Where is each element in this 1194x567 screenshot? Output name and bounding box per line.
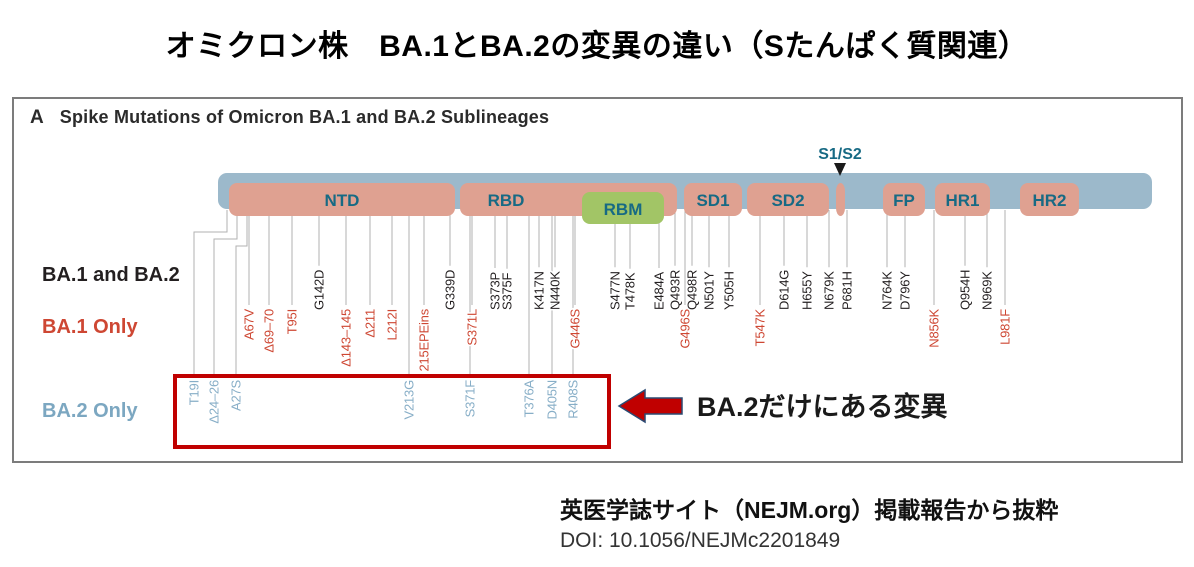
mutation-label-Δ211: Δ211 <box>363 309 378 338</box>
mutation-label-K417N: K417N <box>532 271 547 310</box>
domain-label-fp: FP <box>893 191 915 210</box>
connector-line <box>213 210 238 376</box>
mutation-label-G339D: G339D <box>443 270 458 310</box>
domain-label-sd2: SD2 <box>771 191 804 210</box>
mutation-label-G496S: G496S <box>678 308 693 348</box>
connector-lines <box>193 210 1006 376</box>
ba2-highlight-box <box>173 374 611 449</box>
domain-boxes: NTD RBD RBM SD1 SD2 FP HR1 HR2 <box>229 183 1079 224</box>
domain-rbm <box>582 192 664 224</box>
credits: 英医学誌サイト（NEJM.org）掲載報告から抜粋 DOI: 10.1056/N… <box>560 491 1058 553</box>
domain-label-rbd: RBD <box>488 191 525 210</box>
callout-text: BA.2だけにある変異 <box>697 391 948 422</box>
mutation-label-N969K: N969K <box>980 271 995 310</box>
connector-line <box>235 210 248 376</box>
mutation-label-Y505H: Y505H <box>722 271 737 310</box>
mutation-label-S371F: S371F <box>463 380 478 418</box>
s1s2-arrow-icon <box>834 163 846 176</box>
domain-label-hr2: HR2 <box>1032 191 1066 210</box>
mutation-label-T478K: T478K <box>623 272 638 310</box>
mutation-label-Q498R: Q498R <box>685 270 700 310</box>
mutation-label-Δ143–145: Δ143–145 <box>339 309 354 367</box>
mutation-label-N679K: N679K <box>822 271 837 310</box>
mutation-label-Q493R: Q493R <box>668 270 683 310</box>
domain-s1s2-site <box>836 183 845 216</box>
mutation-label-H655Y: H655Y <box>800 271 815 310</box>
credit-doi: DOI: 10.1056/NEJMc2201849 <box>560 529 841 552</box>
mutation-label-N764K: N764K <box>880 271 895 310</box>
mutation-label-T95I: T95I <box>285 309 300 334</box>
panel-heading: A Spike Mutations of Omicron BA.1 and BA.… <box>30 107 549 129</box>
credit-source: 英医学誌サイト（NEJM.org）掲載報告から抜粋 <box>560 497 1059 523</box>
domain-label-sd1: SD1 <box>696 191 729 210</box>
domain-sd2 <box>747 183 829 216</box>
domain-label-ntd: NTD <box>325 191 360 210</box>
connector-line <box>193 210 228 376</box>
row-label-ba1: BA.1 Only <box>42 316 138 338</box>
mutation-label-S477N: S477N <box>608 271 623 310</box>
mutation-label-N856K: N856K <box>927 308 942 347</box>
domain-label-rbm: RBM <box>604 200 643 219</box>
panel-letter: A <box>30 107 44 128</box>
mutation-label-215EPEins: 215EPEins <box>417 308 432 371</box>
slide-title: オミクロン株 BA.1とBA.2の変異の違い（Sたんぱく質関連） <box>165 30 1029 63</box>
domain-sd1 <box>684 183 742 216</box>
mutation-label-S373P: S373P <box>488 272 503 310</box>
mutation-label-G446S: G446S <box>568 308 583 348</box>
mutation-label-S371L: S371L <box>465 309 480 346</box>
domain-label-hr1: HR1 <box>945 191 979 210</box>
domain-hr2 <box>1020 183 1079 216</box>
mutation-label-T547K: T547K <box>753 308 768 346</box>
mutation-label-P681H: P681H <box>840 271 855 310</box>
mutation-label-L981F: L981F <box>998 309 1013 345</box>
s1s2-label: S1/S2 <box>818 146 862 163</box>
mutation-label-A67V: A67V <box>242 308 257 340</box>
mutation-label-T376A: T376A <box>522 379 537 417</box>
mutation-label-Δ69–70: Δ69–70 <box>262 309 277 353</box>
mutation-label-E484A: E484A <box>652 271 667 310</box>
row-label-ba2: BA.2 Only <box>42 400 138 422</box>
mutation-label-D614G: D614G <box>777 270 792 310</box>
domain-fp <box>883 183 925 216</box>
mutation-label-D405N: D405N <box>545 380 560 419</box>
panel-title: Spike Mutations of Omicron BA.1 and BA.2… <box>59 107 550 127</box>
mutation-label-T19I: T19I <box>187 380 202 405</box>
callout-left-arrow-icon <box>617 388 683 424</box>
mutation-label-Q954H: Q954H <box>958 270 973 310</box>
mutation-label-R408S: R408S <box>566 379 581 418</box>
mutation-label-N501Y: N501Y <box>702 271 717 310</box>
domain-ntd <box>229 183 455 216</box>
mutation-label-V213G: V213G <box>402 380 417 420</box>
mutation-label-G142D: G142D <box>312 270 327 310</box>
mutation-label-N440K: N440K <box>548 271 563 310</box>
mutation-label-A27S: A27S <box>229 379 244 411</box>
mutation-label-Δ24–26: Δ24–26 <box>207 380 222 424</box>
mutation-label-D796Y: D796Y <box>898 271 913 310</box>
mutation-labels: T19I Δ24–26 A27S A67V Δ69–70 T95I G142D Δ143–14… <box>185 268 1014 425</box>
mutation-label-S375F: S375F <box>500 272 515 310</box>
domain-hr1 <box>935 183 990 216</box>
row-label-both: BA.1 and BA.2 <box>42 264 180 286</box>
mutation-label-L212I: L212I <box>385 309 400 341</box>
